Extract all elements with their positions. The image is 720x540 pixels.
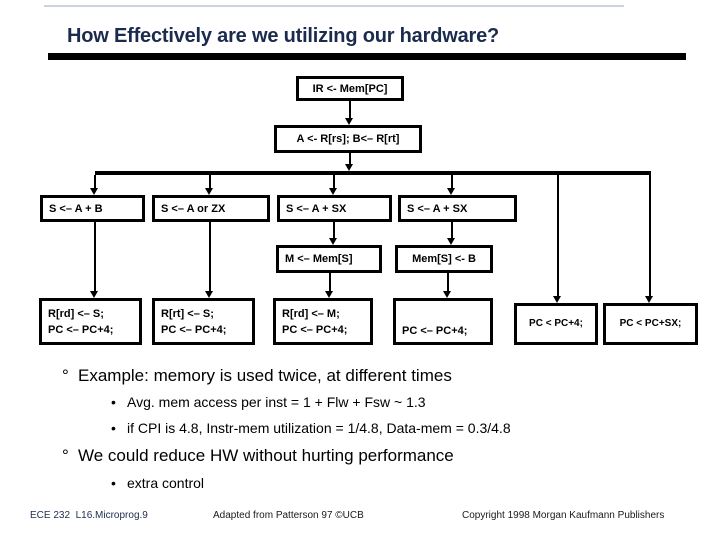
bullet-example: ° Example: memory is used twice, at diff…	[62, 366, 452, 386]
flow-node-label: A <- R[rs]; B<– R[rt]	[296, 133, 400, 145]
bullet-reduce-hw: ° We could reduce HW without hurting per…	[62, 446, 454, 466]
flow-node-label: R[rd] <– M;	[282, 307, 340, 320]
arrowhead-icon	[325, 291, 333, 298]
arrowhead-icon	[90, 188, 98, 195]
arrowhead-icon	[329, 238, 337, 245]
dispatch-bus-line	[95, 171, 651, 175]
flow-node-label: Mem[S] <- B	[412, 253, 476, 265]
flow-node-writeback-load: R[rd] <– M; PC <– PC+4;	[273, 298, 373, 345]
bullet-text: Avg. mem access per inst = 1 + Flw + Fsw…	[127, 394, 426, 410]
flow-node-label: S <– A + SX	[407, 202, 468, 215]
connector-s2-to-writeback	[209, 222, 211, 292]
top-edge-strip	[44, 5, 624, 7]
connector-memwrite-to-pcinc	[447, 273, 449, 292]
bullet-marker: °	[62, 366, 69, 385]
flow-node-mem-write: Mem[S] <- B	[395, 245, 493, 273]
flow-node-label: S <– A or ZX	[161, 202, 226, 215]
flow-node-s-plus-b: S <– A + B	[40, 195, 145, 222]
flow-node-label: PC < PC+4;	[529, 318, 583, 329]
flow-node-pc-inc: PC <– PC+4;	[393, 298, 493, 345]
flow-node-s-plus-sx-store: S <– A + SX	[398, 195, 517, 222]
arrowhead-icon	[345, 118, 353, 125]
connector-bus-to-s1	[94, 175, 96, 189]
flow-node-label: PC <– PC+4;	[48, 323, 114, 336]
flow-node-label: IR <- Mem[PC]	[312, 82, 388, 95]
connector-ab-to-bus	[349, 153, 351, 165]
bullet-extra-control: • extra control	[111, 475, 204, 491]
flow-node-label: PC < PC+SX;	[619, 318, 682, 329]
connector-bus-to-branch-nt	[557, 175, 559, 297]
arrowhead-icon	[443, 291, 451, 298]
flow-node-writeback-rt: R[rt] <– S; PC <– PC+4;	[152, 298, 255, 345]
connector-s4-to-memwrite	[451, 222, 453, 239]
flow-node-branch-taken: PC < PC+SX;	[603, 303, 698, 345]
flow-node-branch-not-taken: PC < PC+4;	[514, 303, 598, 345]
arrowhead-icon	[645, 296, 653, 303]
bullet-marker: •	[111, 475, 116, 491]
connector-bus-to-branch-t	[649, 175, 651, 297]
arrowhead-icon	[553, 296, 561, 303]
bullet-marker: °	[62, 446, 69, 465]
arrowhead-icon	[205, 291, 213, 298]
footer-copyright: Copyright 1998 Morgan Kaufmann Publisher…	[462, 510, 665, 521]
flow-node-writeback-rd: R[rd] <– S; PC <– PC+4;	[39, 298, 142, 345]
footer-course-id: ECE 232 L16.Microprog.9	[30, 510, 148, 521]
bullet-text: if CPI is 4.8, Instr-mem utilization = 1…	[127, 420, 511, 436]
bullet-marker: •	[111, 394, 116, 410]
bullet-cpi-utilization: • if CPI is 4.8, Instr-mem utilization =…	[111, 420, 511, 436]
connector-memread-to-writeback	[329, 273, 331, 292]
connector-s1-to-writeback	[94, 222, 96, 292]
bullet-avg-mem-access: • Avg. mem access per inst = 1 + Flw + F…	[111, 394, 426, 410]
flow-node-ir: IR <- Mem[PC]	[296, 76, 404, 101]
connector-bus-to-s2	[209, 175, 211, 189]
arrowhead-icon	[329, 188, 337, 195]
flow-node-mem-read: M <– Mem[S]	[276, 245, 382, 273]
arrowhead-icon	[447, 188, 455, 195]
connector-bus-to-s4	[451, 175, 453, 189]
title-underline	[48, 53, 686, 60]
flow-node-label: M <– Mem[S]	[285, 253, 353, 265]
connector-s3-to-memread	[333, 222, 335, 239]
flow-node-s-plus-sx-load: S <– A + SX	[277, 195, 392, 222]
flow-node-label: S <– A + SX	[286, 202, 347, 215]
bullet-text: Example: memory is used twice, at differ…	[78, 366, 452, 385]
flow-node-label: PC <– PC+4;	[402, 325, 468, 337]
flow-node-s-or-zx: S <– A or ZX	[152, 195, 270, 222]
flow-node-label: S <– A + B	[49, 202, 103, 215]
bullet-text: We could reduce HW without hurting perfo…	[78, 446, 454, 465]
arrowhead-icon	[90, 291, 98, 298]
arrowhead-icon	[345, 164, 353, 171]
flow-node-label: R[rd] <– S;	[48, 307, 104, 320]
arrowhead-icon	[447, 238, 455, 245]
flow-node-ab: A <- R[rs]; B<– R[rt]	[274, 125, 422, 153]
bullet-marker: •	[111, 420, 116, 436]
footer-attribution: Adapted from Patterson 97 ©UCB	[213, 510, 364, 521]
connector-ir-to-ab	[349, 101, 351, 120]
connector-bus-to-s3	[333, 175, 335, 189]
arrowhead-icon	[205, 188, 213, 195]
bullet-text: extra control	[127, 475, 205, 491]
flow-node-label: R[rt] <– S;	[161, 307, 214, 320]
slide-title: How Effectively are we utilizing our har…	[67, 25, 500, 47]
flow-node-label: PC <– PC+4;	[161, 323, 227, 336]
flow-node-label: PC <– PC+4;	[282, 323, 348, 336]
